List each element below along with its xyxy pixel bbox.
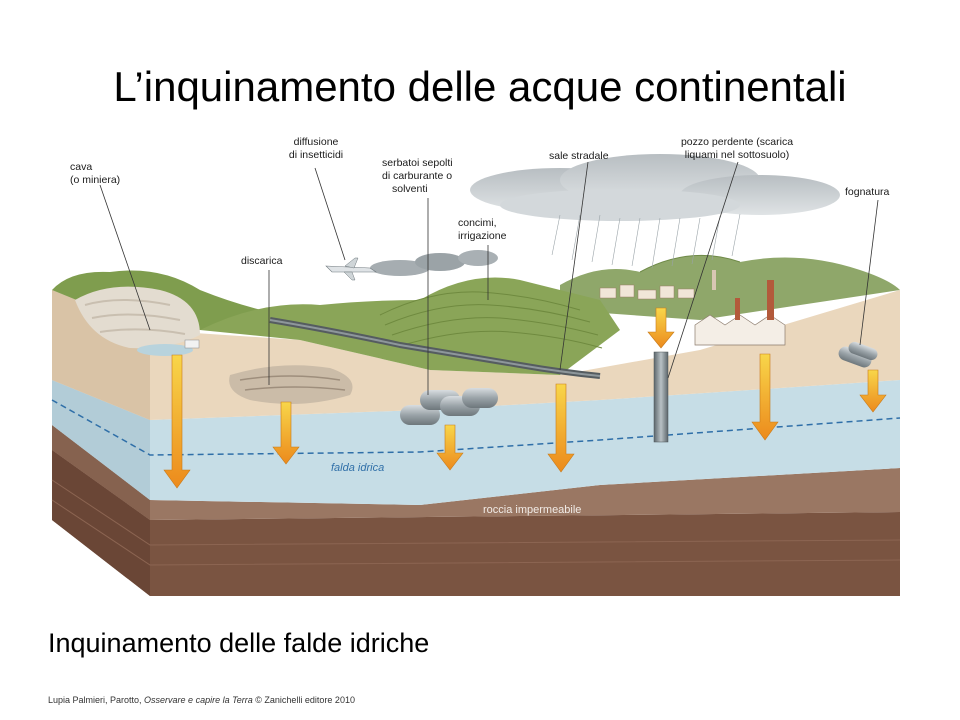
landfill — [229, 365, 353, 404]
leader-lines — [99, 161, 879, 395]
arrow-sale — [547, 383, 575, 473]
town — [599, 270, 716, 300]
groundwater-pollution-diagram: cava (o miniera) diffusione di insettici… — [51, 136, 901, 596]
label-falda: falda idrica — [331, 462, 384, 474]
quarry — [75, 286, 200, 356]
label-pozzo-2: liquami nel sottosuolo) — [685, 149, 789, 161]
rock-layer — [51, 450, 901, 596]
clay-layer — [52, 425, 900, 520]
hills-fields — [200, 277, 620, 375]
slide-title: L’inquinamento delle acque continentali — [113, 63, 847, 110]
arrow-discarica — [272, 401, 300, 465]
arrow-pozzo — [647, 307, 675, 349]
credit-book-title: Osservare e capire la Terra — [144, 695, 253, 705]
buried-tanks — [400, 388, 498, 425]
label-fognatura: fognatura — [845, 186, 890, 198]
sewer-pipes — [838, 341, 878, 368]
airplane — [325, 257, 377, 281]
label-diffusione-2: di insetticidi — [289, 149, 343, 161]
label-sale: sale stradale — [549, 150, 609, 162]
label-diffusione: diffusione — [294, 136, 339, 148]
well-pipe — [653, 351, 669, 443]
cloud — [470, 154, 840, 221]
credit-publisher: © Zanichelli editore 2010 — [252, 695, 355, 705]
label-serbatoi: serbatoi sepolti — [382, 157, 453, 169]
slide-credit: Lupia Palmieri, Parotto, Osservare e cap… — [48, 694, 355, 706]
label-serbatoi-3: solventi — [392, 183, 428, 195]
slide-subtitle: Inquinamento delle falde idriche — [48, 628, 430, 658]
label-discarica: discarica — [241, 255, 283, 267]
arrow-serbatoi — [436, 424, 464, 471]
credit-authors: Lupia Palmieri, Parotto, — [48, 695, 145, 705]
label-concimi-2: irrigazione — [458, 230, 507, 242]
road — [269, 317, 601, 379]
labels: cava (o miniera) diffusione di insettici… — [70, 136, 890, 516]
label-roccia: roccia impermeabile — [483, 504, 581, 516]
arrow-factory — [751, 353, 779, 441]
arrow-fognatura — [859, 369, 887, 413]
label-serbatoi-2: di carburante o — [382, 170, 452, 182]
pollutant-arrows — [163, 307, 887, 489]
smoke-trail — [370, 250, 498, 276]
label-cava-2: (o miniera) — [70, 174, 120, 186]
arrow-cava — [163, 354, 191, 489]
factory — [694, 280, 786, 346]
label-pozzo: pozzo perdente (scarica — [681, 136, 793, 148]
rain — [551, 213, 741, 269]
label-concimi: concimi, — [458, 217, 497, 229]
label-cava: cava — [70, 161, 92, 173]
